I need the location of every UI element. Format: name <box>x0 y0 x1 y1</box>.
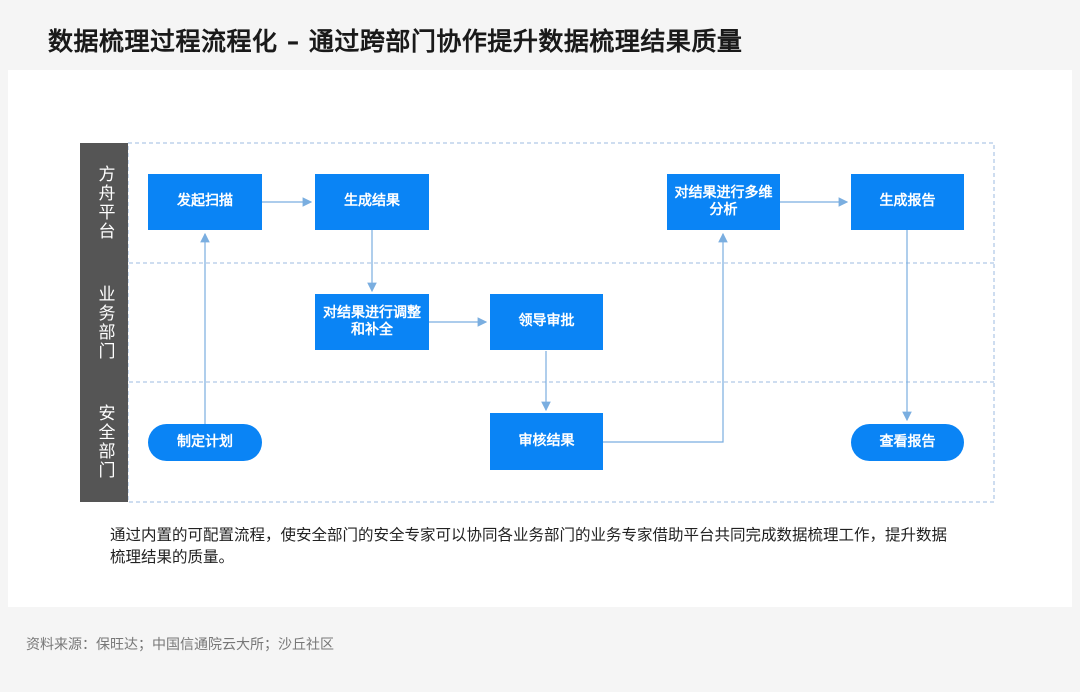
source-note: 资料来源：保旺达；中国信通院云大所；沙丘社区 <box>26 637 334 653</box>
node-generate-report: 生成报告 <box>851 174 964 230</box>
node-adjust-result: 对结果进行调整和补全 <box>315 294 429 350</box>
page-title: 数据梳理过程流程化 – 通过跨部门协作提升数据梳理结果质量 <box>48 27 743 56</box>
lane-label-business: 业务部门 <box>80 263 128 382</box>
diagram-caption: 通过内置的可配置流程，使安全部门的安全专家可以协同各业务部门的业务专家借助平台共… <box>110 526 948 566</box>
node-leader-approve: 领导审批 <box>490 294 603 350</box>
node-multi-analysis: 对结果进行多维分析 <box>667 174 780 230</box>
node-review-result: 审核结果 <box>490 413 603 470</box>
lane-label-platform: 方舟平台 <box>80 143 128 263</box>
node-view-report: 查看报告 <box>851 424 964 461</box>
node-start-scan: 发起扫描 <box>148 174 262 230</box>
node-make-plan: 制定计划 <box>148 424 262 461</box>
lane-label-security: 安全部门 <box>80 382 128 502</box>
node-generate-result: 生成结果 <box>315 174 429 230</box>
